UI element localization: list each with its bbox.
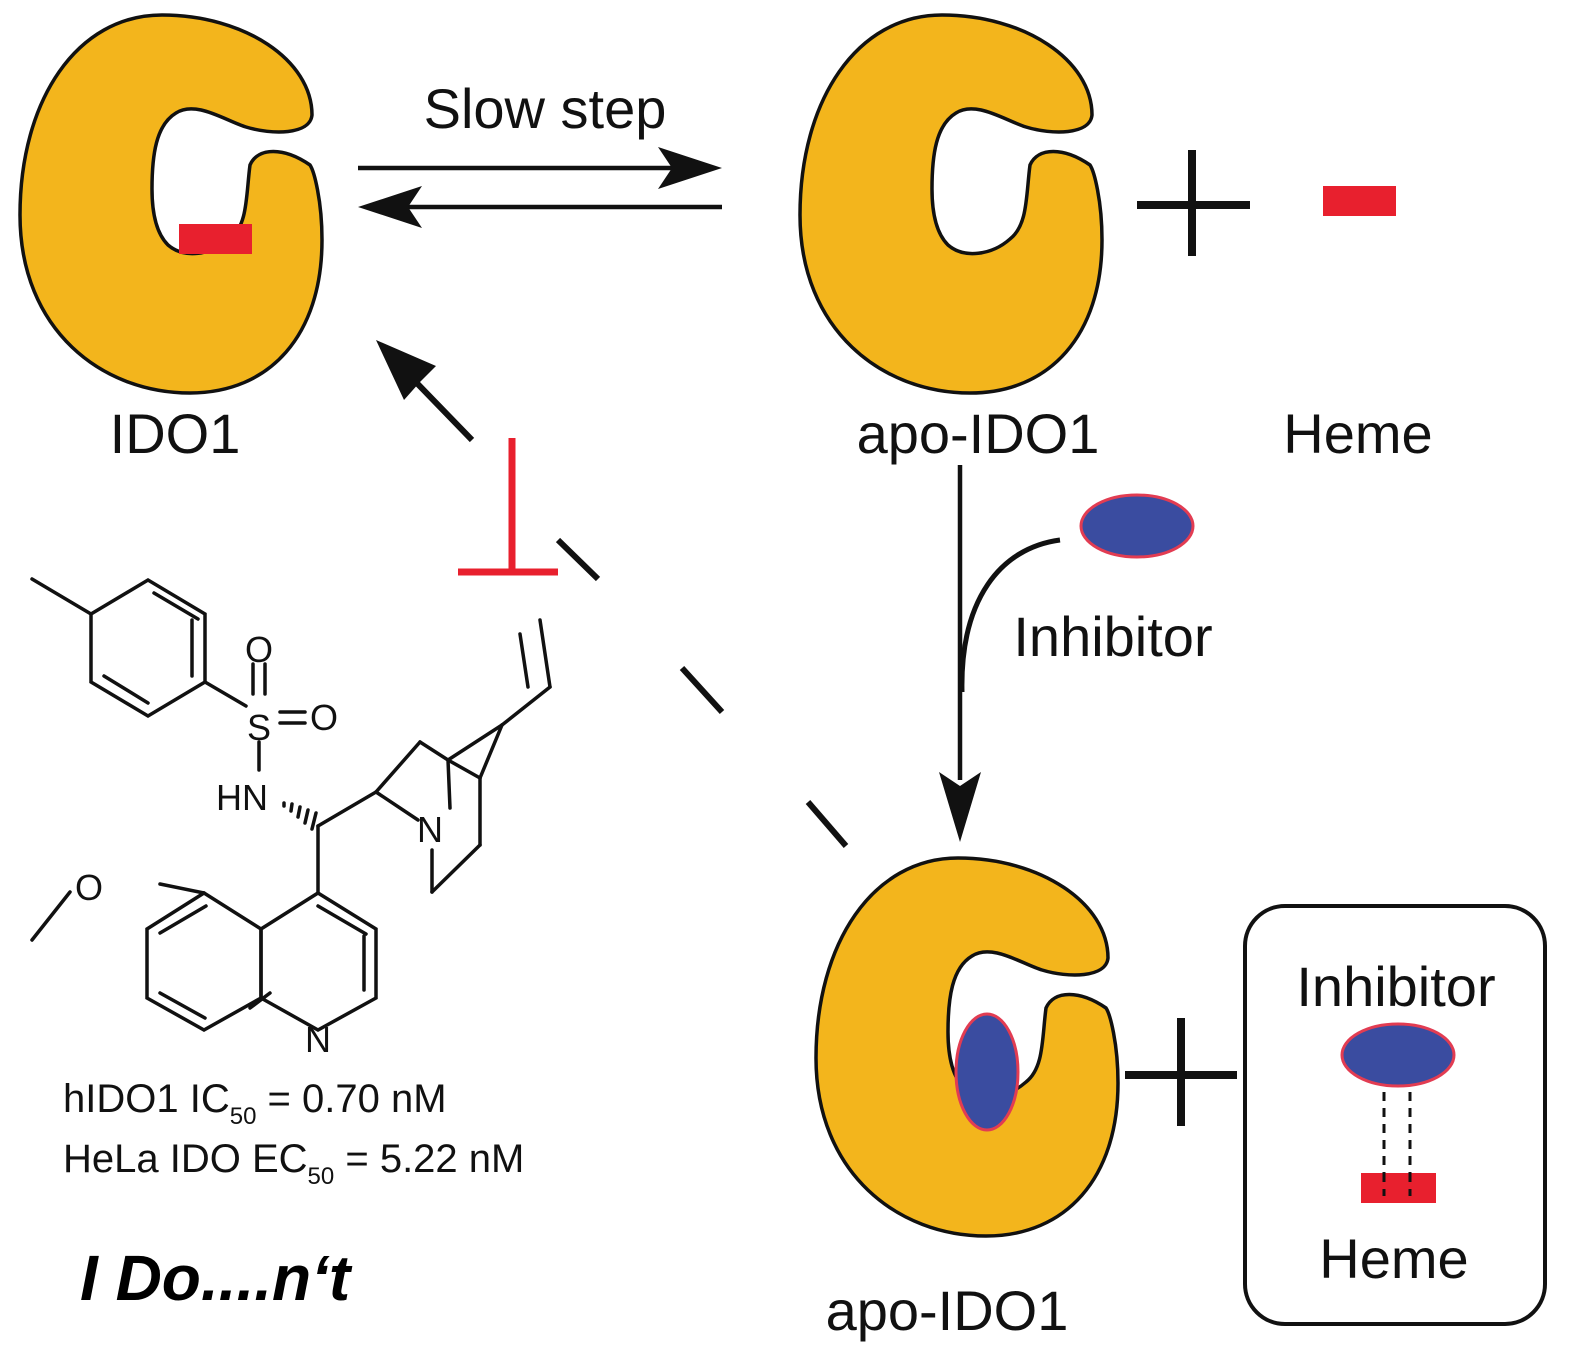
dash-segment [555,537,601,582]
potency-values: hIDO1 IC50 = 0.70 nM HeLa IDO EC50 = 5.2… [63,1077,524,1190]
enzyme-icon [798,13,1104,395]
heme-icon [179,224,252,254]
ic50-value: = 0.70 nM [256,1077,446,1121]
atom-s: S [247,707,271,748]
heme-icon [1323,186,1396,216]
inhibitor-icon [954,1012,1020,1132]
box-heme-label: Heme [1319,1227,1468,1290]
ec50-value: = 5.22 nM [334,1137,524,1181]
apo-ido1-bottom-label: apo-IDO1 [826,1279,1069,1342]
ic50-subscript: 50 [230,1103,257,1130]
dash-segment [805,800,849,848]
down-arrow-icon [939,772,981,842]
plus-icon [1137,150,1250,256]
atom-o-methoxy: O [75,867,103,908]
inhibitor-structure: O S O HN N O N [30,577,552,1060]
ic50-line: hIDO1 IC50 = 0.70 nM [63,1077,447,1130]
plus-icon [1125,1018,1237,1126]
ido1-group: IDO1 [18,13,324,465]
ic50-prefix: hIDO1 IC [63,1077,230,1121]
box-inhibitor-label: Inhibitor [1296,955,1495,1018]
forward-arrow-icon [658,147,722,189]
heme-icon [1361,1173,1436,1203]
equilibrium-arrows: Slow step [358,77,722,228]
return-arrow-icon [376,340,436,400]
inhibitor-binding-arrow: Inhibitor [939,465,1213,842]
hashed-wedge [282,801,318,831]
inhibition-bar-icon [458,438,558,576]
inhibition-path [376,340,849,848]
inhibitor-side-label: Inhibitor [1013,605,1212,668]
ec50-line: HeLa IDO EC50 = 5.22 nM [63,1137,524,1190]
atom-o-top: O [245,629,273,670]
dash-segment [679,665,725,715]
ec50-subscript: 50 [308,1163,335,1190]
inhibitor-heme-complex-box: Inhibitor Heme [1243,904,1547,1326]
complex-box-frame [1243,904,1547,1326]
apo-ido1-top-label: apo-IDO1 [857,402,1100,465]
apo-ido1-top-group: apo-IDO1 [798,13,1104,465]
ec50-prefix: HeLa IDO EC [63,1137,308,1181]
reverse-arrow-icon [358,186,422,228]
atom-nh: HN [216,777,268,818]
atom-n-quinuclidine: N [417,809,443,850]
free-heme-group: Heme [1283,186,1433,465]
ido1-label: IDO1 [110,402,241,465]
atom-n-quinoline: N [305,1019,331,1060]
inhibitor-curve [959,537,1061,693]
inhibitor-icon [1340,1022,1456,1088]
atom-o-right: O [310,697,338,738]
slow-step-label: Slow step [424,77,667,140]
heme-top-label: Heme [1283,402,1432,465]
enzyme-icon [18,13,324,395]
tagline: I Do....n‘t [80,1242,353,1314]
return-arrow-shaft [407,373,475,443]
inhibitor-icon [1079,493,1195,559]
apo-ido1-bottom-group: apo-IDO1 [814,856,1120,1342]
